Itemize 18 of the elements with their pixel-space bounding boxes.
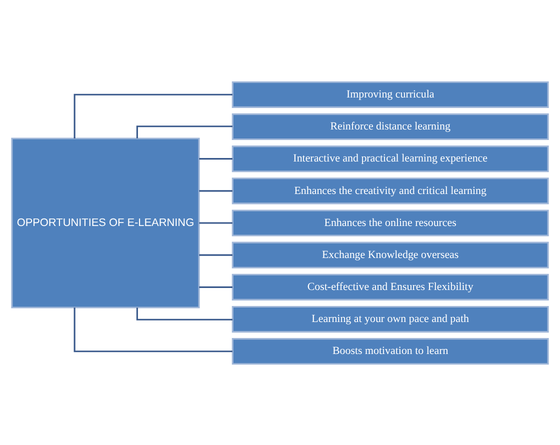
connector [74, 93, 232, 138]
connector [199, 286, 232, 288]
node-box: Interactive and practical learning experience [232, 145, 549, 172]
node-box: Enhances the creativity and critical learning [232, 177, 549, 204]
connector [199, 222, 232, 224]
node-box: Learning at your own pace and path [232, 305, 549, 332]
connector [136, 125, 233, 138]
node-box: Improving curricula [232, 80, 549, 108]
connector [199, 254, 232, 256]
node-box: Cost-effective and Ensures Flexibility [232, 273, 549, 300]
node-box: Exchange Knowledge overseas [232, 241, 549, 268]
node-box: Enhances the online resources [232, 209, 549, 236]
node-box: OPPORTUNITIES OF E-LEARNING [11, 137, 200, 308]
node-box: Boosts motivation to learn [232, 338, 549, 364]
connector [199, 158, 232, 160]
connector [74, 307, 232, 352]
connector [199, 190, 232, 192]
node-box: Reinforce distance learning [232, 112, 549, 140]
